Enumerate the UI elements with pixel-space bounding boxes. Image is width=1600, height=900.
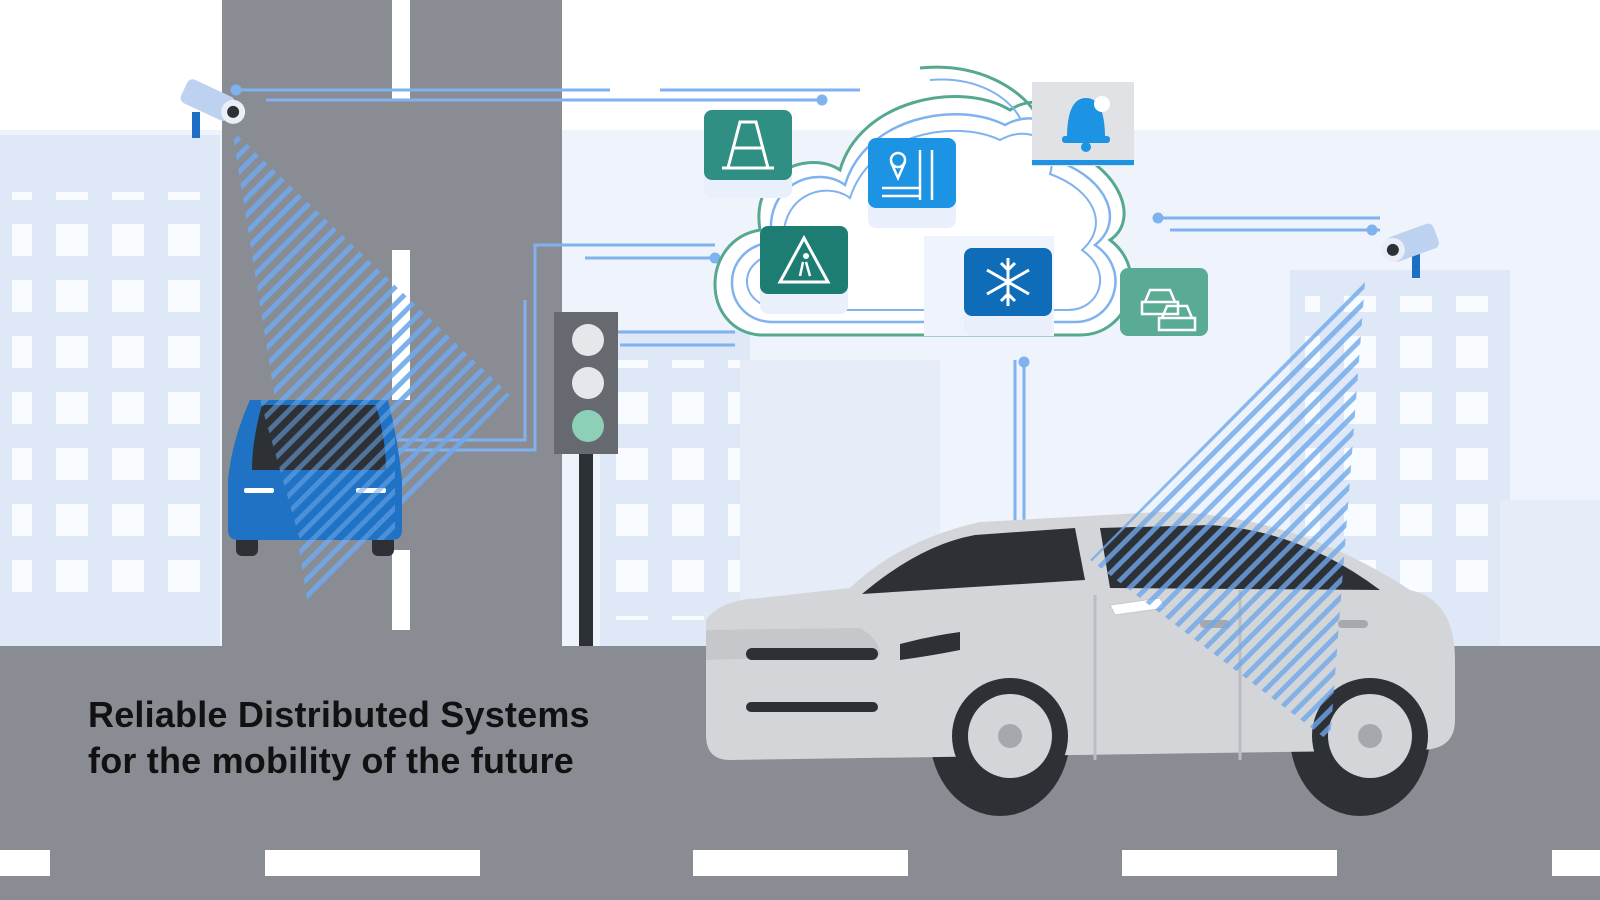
notification-bell-icon	[1032, 82, 1134, 166]
map-location-icon	[868, 138, 956, 228]
caption-line-2: for the mobility of the future	[88, 740, 574, 781]
traffic-cone-icon	[704, 110, 792, 198]
surveillance-camera-icon	[180, 79, 246, 138]
surveillance-camera-icon	[1380, 223, 1439, 278]
caption-line-1: Reliable Distributed Systems	[88, 694, 590, 735]
caption-heading: Reliable Distributed Systems for the mob…	[88, 692, 590, 784]
snowflake-icon	[924, 236, 1054, 336]
traffic-jam-icon	[1120, 268, 1208, 336]
traffic-light-icon	[554, 312, 618, 646]
pedestrian-warning-icon	[760, 226, 848, 314]
small-car-beam-overlay	[260, 400, 395, 540]
right-camera-beam	[1090, 282, 1365, 742]
